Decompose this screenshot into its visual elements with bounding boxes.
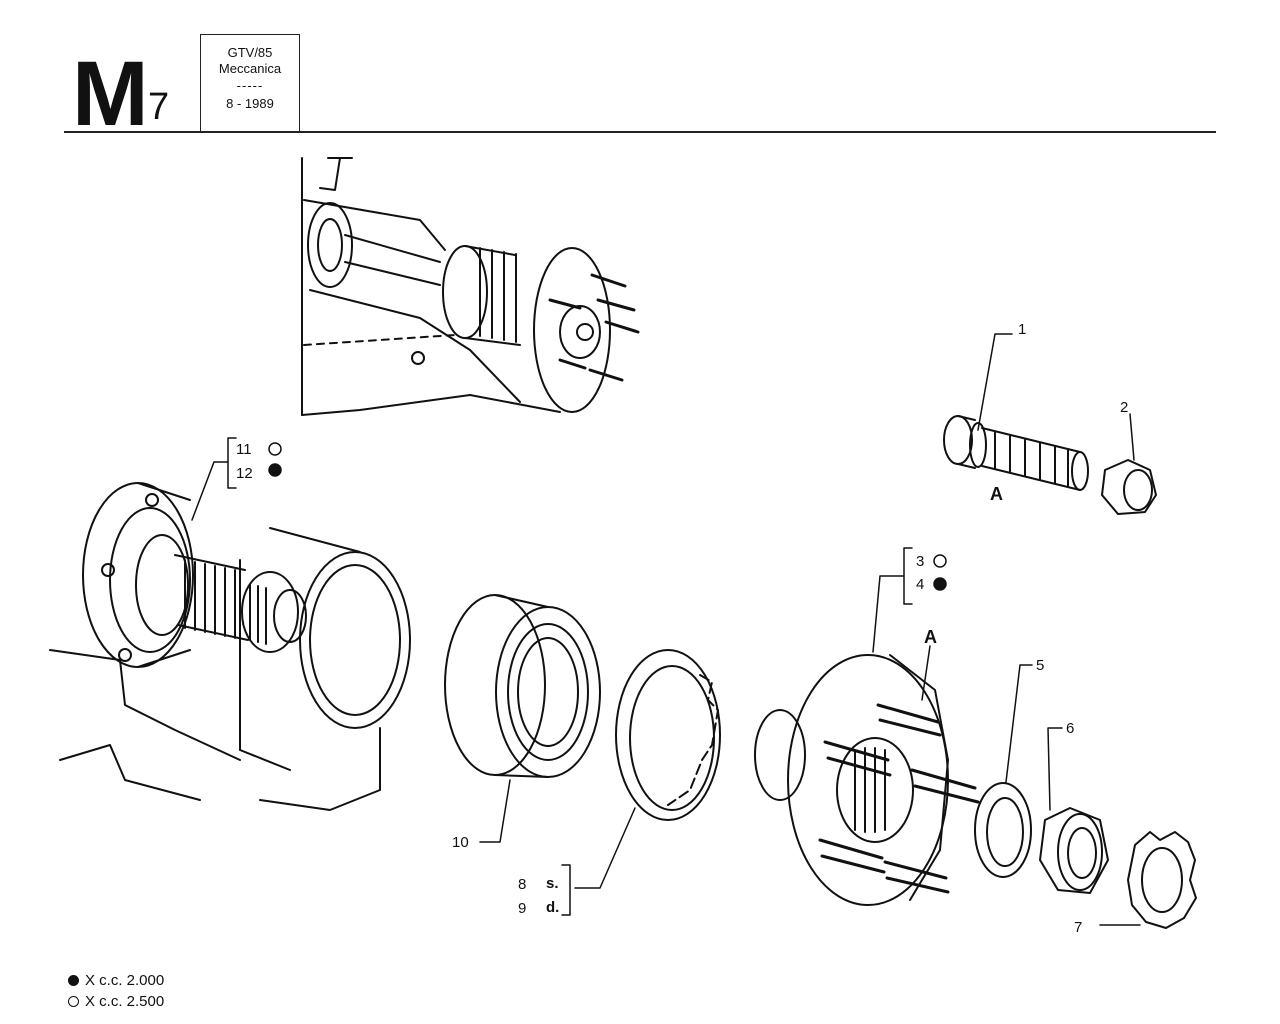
- legend-row-open: X c.c. 2.500: [68, 991, 164, 1012]
- wheel-nut: [1101, 459, 1157, 515]
- legend-open-label: X c.c. 2.500: [85, 993, 165, 1010]
- callout-1: 1: [1018, 321, 1026, 338]
- date-label: 8 - 1989: [226, 95, 274, 111]
- castle-nut: [1127, 831, 1197, 929]
- callout-4: 4: [916, 576, 924, 593]
- variant-filled-marker-12: [268, 463, 282, 477]
- section-number: 7: [148, 86, 170, 128]
- legend-row-filled: X c.c. 2.000: [68, 970, 164, 991]
- side-left-label: s.: [546, 875, 559, 892]
- detail-a-stud-label: A: [990, 484, 1003, 504]
- detail-a-hub-label: A: [924, 627, 937, 647]
- variant-filled-marker-4: [933, 577, 947, 591]
- callout-3: 3: [916, 553, 924, 570]
- assembly-inset: [301, 157, 640, 416]
- callout-9: 9: [518, 900, 526, 917]
- section-letter: M: [72, 43, 149, 145]
- callout-12: 12: [236, 465, 253, 482]
- callout-2: 2: [1120, 399, 1128, 416]
- callout-11: 11: [236, 441, 252, 458]
- group-label: Meccanica: [218, 61, 282, 77]
- open-circle-icon: [68, 996, 79, 1007]
- filled-circle-icon: [68, 975, 79, 986]
- leader-lines: [191, 333, 1141, 926]
- separator-label: -----: [236, 77, 264, 93]
- legend: X c.c. 2.000 X c.c. 2.500: [68, 970, 164, 1012]
- side-right-label: d.: [546, 899, 559, 916]
- circlip: [615, 649, 721, 821]
- wheel-bearing: [444, 594, 601, 778]
- callout-5: 5: [1036, 657, 1044, 674]
- hub-carrier: [49, 482, 411, 811]
- title-box: GTV/85 Meccanica ----- 8 - 1989: [200, 34, 300, 133]
- hub-nut: [1039, 807, 1109, 894]
- callout-10: 10: [452, 834, 469, 851]
- wheel-hub: [754, 654, 980, 906]
- callout-7: 7: [1074, 919, 1082, 936]
- header-rule: [64, 131, 1216, 133]
- model-label: GTV/85: [227, 45, 273, 60]
- variant-open-marker-3: [933, 554, 947, 568]
- variant-open-marker-11: [268, 442, 282, 456]
- callout-8: 8: [518, 876, 526, 893]
- wheel-stud: [943, 415, 1089, 491]
- callout-6: 6: [1066, 720, 1074, 737]
- washer: [974, 782, 1032, 878]
- legend-filled-label: X c.c. 2.000: [85, 972, 165, 989]
